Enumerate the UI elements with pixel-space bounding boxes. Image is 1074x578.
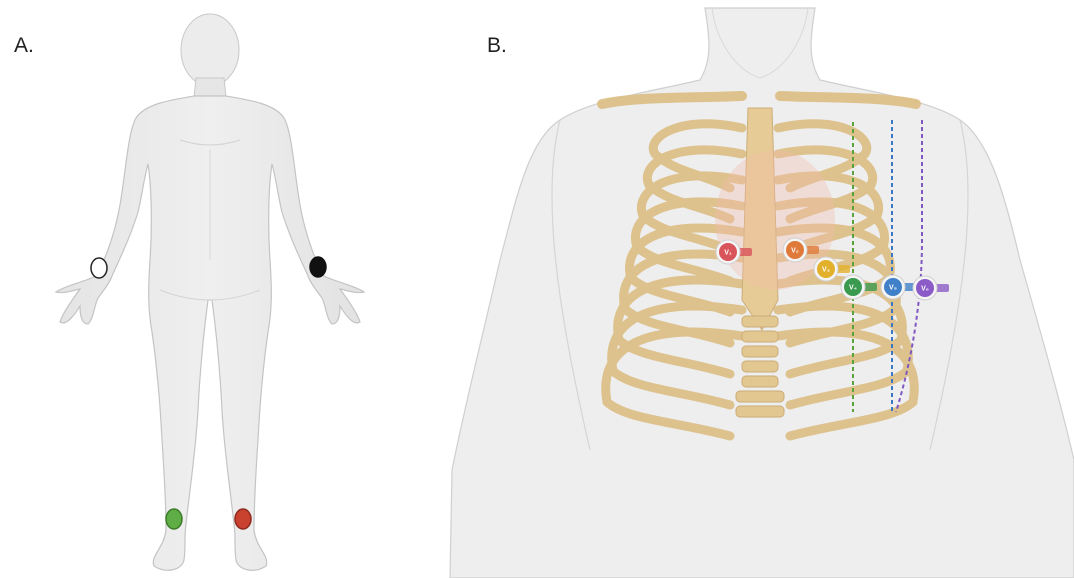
neck bbox=[194, 78, 226, 98]
v6-label: V₆ bbox=[921, 286, 929, 293]
vertebra bbox=[736, 406, 784, 417]
rib-cage bbox=[602, 96, 916, 436]
right-leg-electrode bbox=[166, 509, 182, 529]
left-leg-electrode bbox=[235, 509, 251, 529]
v5-label: V₅ bbox=[889, 285, 897, 292]
left-arm-electrode bbox=[310, 257, 326, 277]
v2-label: V₂ bbox=[791, 248, 799, 255]
head bbox=[181, 14, 239, 86]
body-figure bbox=[56, 14, 364, 570]
v4-label: V₄ bbox=[849, 285, 857, 292]
v3-label: V₃ bbox=[822, 267, 830, 274]
vertebra bbox=[742, 331, 778, 342]
vertebra bbox=[736, 391, 784, 402]
vertebra bbox=[742, 361, 778, 372]
vertebra bbox=[742, 376, 778, 387]
vertebra bbox=[742, 346, 778, 357]
right-arm-electrode bbox=[91, 258, 107, 278]
vertebra bbox=[742, 316, 778, 327]
v1-label: V₁ bbox=[724, 250, 732, 257]
